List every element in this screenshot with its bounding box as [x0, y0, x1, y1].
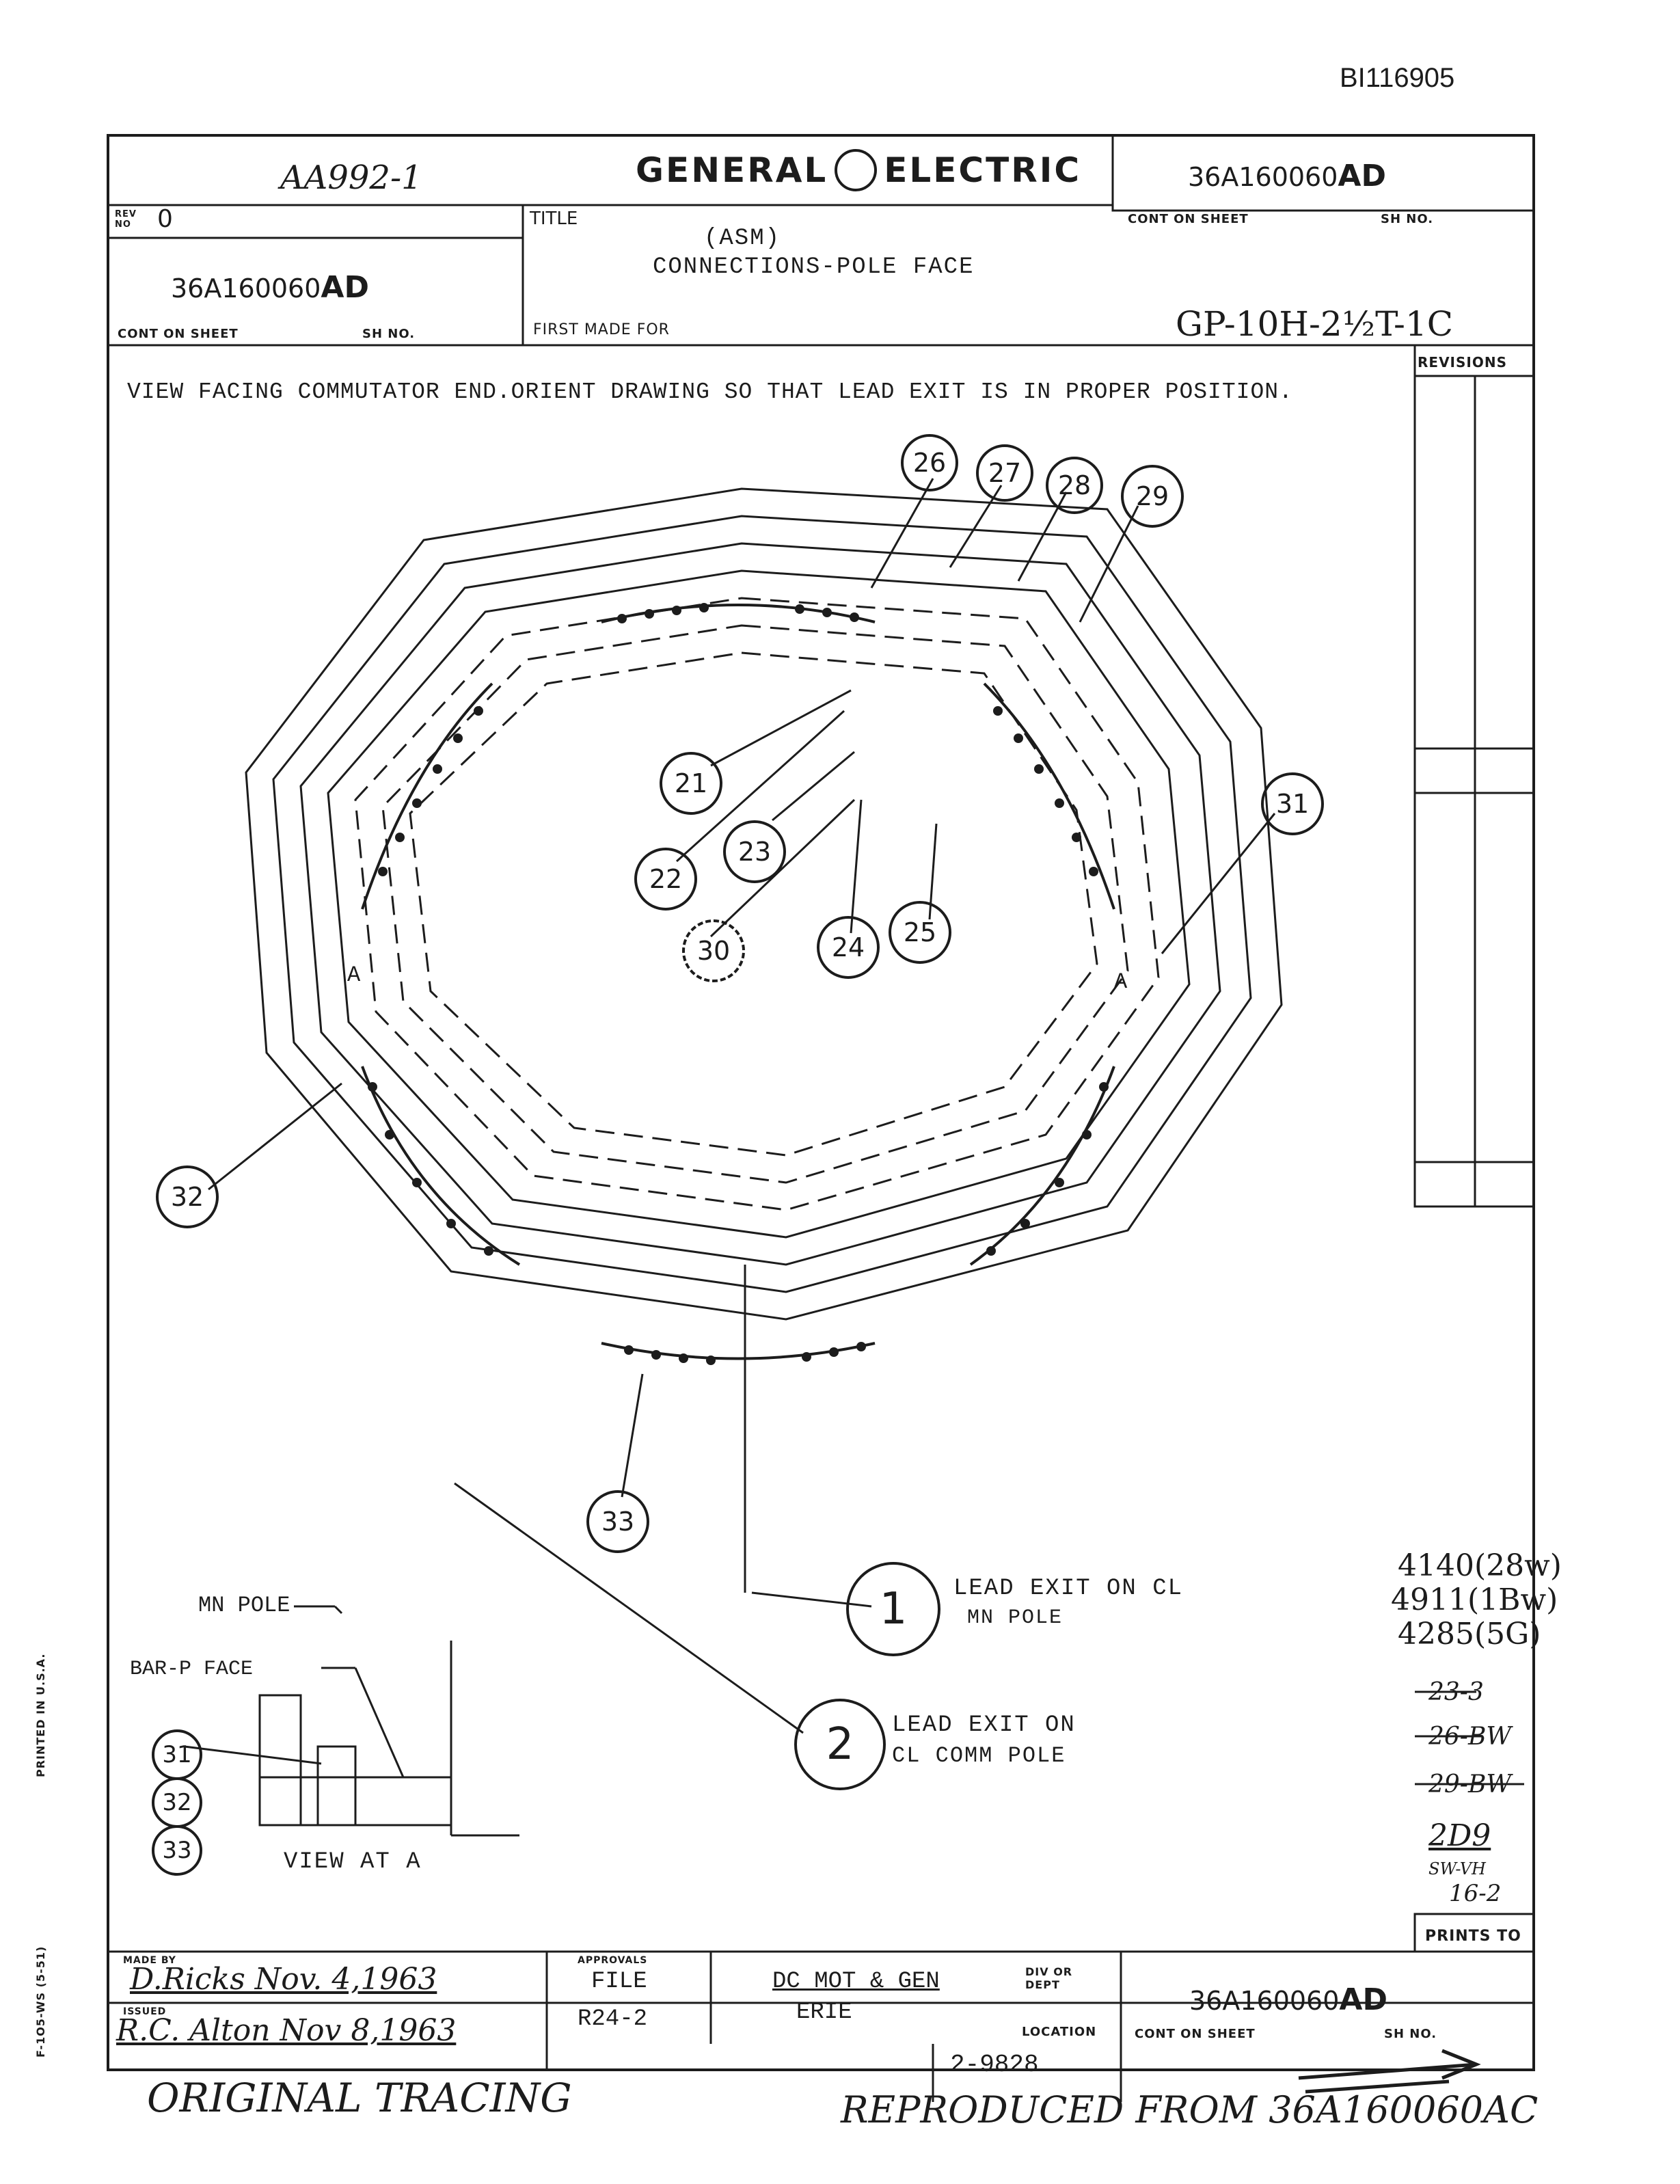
document-id: BI116905: [1340, 63, 1455, 93]
margin-note-2: 4911(1Bw): [1391, 1582, 1558, 1617]
callout-29: 29: [1121, 465, 1184, 528]
arc-upper-left: [361, 682, 493, 910]
callout-21: 21: [660, 752, 722, 815]
detail-callout-31: 31: [152, 1729, 202, 1780]
margin-note-4: 2D9: [1428, 1818, 1491, 1853]
orientation-note: VIEW FACING COMMUTATOR END.ORIENT DRAWIN…: [127, 379, 1293, 405]
margin-struck-2: 26-BW: [1428, 1723, 1512, 1751]
callout-32: 32: [156, 1165, 219, 1228]
side-printed: PRINTED IN U.S.A.: [34, 1653, 47, 1777]
file-label: FILE: [591, 1969, 647, 1995]
rev-label: REV NO: [115, 209, 137, 230]
header-shno-label: SH NO.: [1381, 212, 1434, 226]
footer-cont-label: CONT ON SHEET: [1135, 2027, 1256, 2041]
revisions-label: REVISIONS: [1418, 354, 1507, 370]
model-number: GP-10H-2½T-1C: [1176, 304, 1454, 344]
callout-31: 31: [1261, 772, 1324, 835]
margin-note-3: 4285(5G): [1398, 1617, 1541, 1652]
lead-exit-2-callout: 2: [794, 1699, 886, 1790]
callout-26: 26: [901, 434, 958, 491]
arc-top: [601, 604, 876, 623]
callout-22: 22: [634, 848, 697, 911]
division-suffix: DIV OR DEPT: [1025, 1965, 1073, 1991]
callout-33: 33: [586, 1490, 649, 1553]
rev-value: 0: [157, 205, 173, 233]
ge-logo-icon: [835, 149, 878, 191]
header-cont-label: CONT ON SHEET: [1128, 212, 1249, 226]
pole-outline-inner: [299, 542, 1221, 1266]
lead-exit-1-callout: 1: [846, 1562, 940, 1656]
cont-drawing-number: 36A160060AD: [171, 270, 369, 305]
shno-label: SH NO.: [362, 327, 416, 341]
pole-dashed-2: [381, 624, 1129, 1184]
callout-27: 27: [976, 444, 1033, 502]
job-code: AA992-1: [280, 159, 422, 197]
callout-25: 25: [889, 901, 951, 964]
detail-view-label: VIEW AT A: [284, 1849, 422, 1875]
header-drawing-number-suffix: AD: [1338, 159, 1386, 193]
title-line-1: (ASM): [704, 226, 781, 252]
pole-outline-mid: [272, 515, 1252, 1293]
callout-28: 28: [1046, 457, 1103, 514]
first-made-for-label: FIRST MADE FOR: [533, 321, 670, 338]
footer-drawing-number: 36A160060AD: [1189, 1982, 1387, 2017]
file-value: R24-2: [578, 2006, 648, 2032]
cont-drawing-number-base: 36A160060: [171, 273, 321, 304]
cont-label: CONT ON SHEET: [118, 327, 239, 341]
margin-struck-1: 23-3: [1428, 1678, 1484, 1706]
arc-upper-right: [983, 682, 1115, 910]
footer-drawing-number-base: 36A160060: [1189, 1986, 1340, 2016]
pole-dashed-1: [354, 597, 1160, 1211]
margin-note-5: SW-VH: [1428, 1859, 1486, 1878]
footer-shno-label: SH NO.: [1384, 2027, 1437, 2041]
lead-exit-2-line2: CL COMM POLE: [892, 1743, 1066, 1768]
pole-dashed-3: [409, 651, 1098, 1157]
company-word-2: ELECTRIC: [884, 150, 1082, 190]
detail-callout-32: 32: [152, 1777, 202, 1828]
made-by-label: MADE BY: [123, 1955, 176, 1966]
pole-outline-outer: [245, 487, 1283, 1321]
company-word-1: GENERAL: [636, 150, 828, 190]
callout-30: 30: [682, 919, 745, 982]
lead-exit-2-line1: LEAD EXIT ON: [892, 1712, 1076, 1738]
company-name: GENERAL ELECTRIC: [636, 149, 1081, 191]
arc-lower-right: [969, 1066, 1115, 1266]
reproduced-from-stamp: REPRODUCED FROM 36A160060AC: [841, 2088, 1539, 2131]
detail-callout-33: 33: [152, 1825, 202, 1876]
margin-struck-3: 29-BW: [1428, 1770, 1512, 1798]
location-label: LOCATION: [1022, 2025, 1097, 2039]
cont-drawing-number-suffix: AD: [321, 270, 369, 305]
section-mark-left: A: [347, 962, 361, 988]
signature-made-by: D.Ricks Nov. 4,1963: [130, 1962, 437, 1997]
location-value: ERIE: [796, 1999, 852, 2025]
margin-note-1: 4140(28w): [1398, 1548, 1562, 1583]
footer-drawing-number-suffix: AD: [1339, 1982, 1387, 2017]
side-form: F-1O5-WS (5-51): [34, 1945, 47, 2058]
prints-to-label: PRINTS TO: [1425, 1928, 1521, 1945]
lead-exit-1-line2: MN POLE: [967, 1606, 1063, 1630]
callout-23: 23: [723, 820, 786, 883]
sheet-reference: 2-9828: [950, 2051, 1039, 2079]
issued-label: ISSUED: [123, 2006, 167, 2017]
margin-note-6: 16-2: [1449, 1880, 1502, 1907]
arc-lower-left: [361, 1066, 521, 1266]
header-drawing-number-base: 36A160060: [1188, 162, 1338, 192]
signature-issued: R.C. Alton Nov 8,1963: [116, 2013, 457, 2048]
section-mark-right: A: [1114, 969, 1128, 995]
approvals-label: APPROVALS: [578, 1955, 648, 1966]
lead-exit-1-line1: LEAD EXIT ON CL: [953, 1576, 1184, 1602]
callout-24: 24: [817, 916, 880, 979]
detail-mn-pole: MN POLE: [198, 1593, 290, 1618]
title-label: TITLE: [530, 208, 578, 229]
detail-bar-face: BAR-P FACE: [130, 1658, 254, 1681]
original-tracing-stamp: ORIGINAL TRACING: [147, 2075, 572, 2121]
division: DC MOT & GEN: [772, 1969, 940, 1995]
header-drawing-number: 36A160060AD: [1188, 159, 1386, 193]
title-line-2: CONNECTIONS-POLE FACE: [653, 254, 975, 280]
